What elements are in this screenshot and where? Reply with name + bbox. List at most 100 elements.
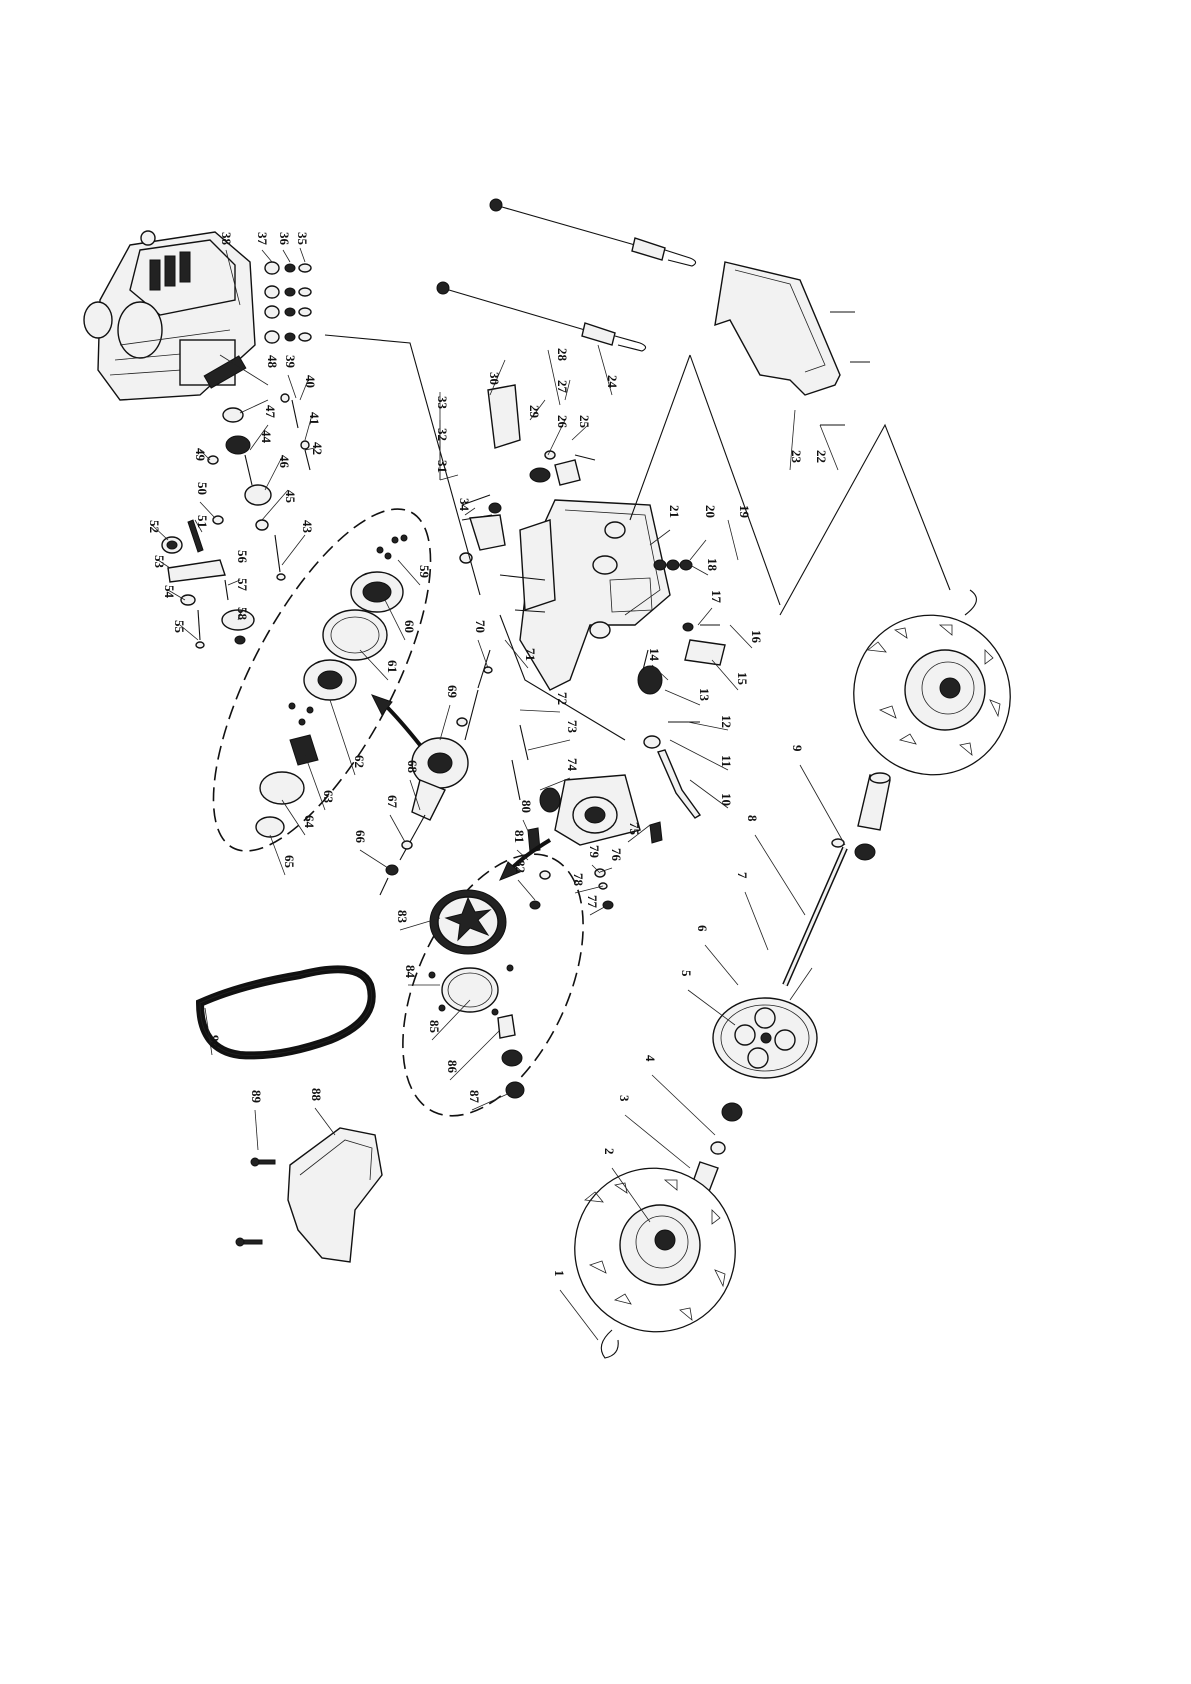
part-label-24: 24 [605, 375, 620, 389]
part-label-7: 7 [735, 872, 750, 879]
part-label-46: 46 [277, 455, 292, 469]
part-label-60: 60 [402, 620, 417, 633]
part-label-40: 40 [303, 375, 318, 388]
part-label-39: 39 [283, 355, 298, 369]
part-label-35: 35 [295, 232, 310, 246]
part-label-47: 47 [263, 405, 278, 419]
part-label-65: 65 [282, 855, 297, 869]
part-label-44: 44 [259, 430, 274, 444]
part-label-68: 68 [405, 760, 420, 774]
part-label-52: 52 [147, 520, 162, 533]
part-label-58: 58 [235, 607, 250, 621]
part-label-78: 78 [571, 873, 586, 887]
rear-wheel-right [831, 590, 1032, 797]
part-label-26: 26 [555, 415, 570, 429]
part-label-15: 15 [735, 672, 750, 686]
part-label-6: 6 [695, 925, 710, 932]
part-label-55: 55 [172, 620, 187, 634]
engine-assembly [84, 231, 255, 400]
part-label-53: 53 [152, 555, 167, 569]
part-label-27: 27 [555, 380, 570, 394]
part-label-13: 13 [697, 688, 712, 702]
part-label-57: 57 [235, 578, 250, 592]
part-label-48: 48 [265, 355, 280, 369]
part-label-74: 74 [565, 758, 580, 772]
part-label-64: 64 [302, 815, 317, 829]
part-label-76: 76 [609, 848, 624, 862]
part-label-29: 29 [527, 405, 542, 419]
part-label-87: 87 [467, 1090, 482, 1104]
part-label-41: 41 [307, 412, 322, 425]
part-label-2: 2 [602, 1148, 617, 1155]
part-label-32: 32 [435, 428, 450, 441]
fastener-column-35-38 [265, 262, 311, 343]
part-label-79: 79 [587, 845, 602, 859]
part-label-31: 31 [435, 460, 450, 473]
part-label-11: 11 [719, 755, 734, 767]
part-label-42: 42 [310, 442, 325, 455]
part-label-14: 14 [647, 648, 662, 662]
part-label-50: 50 [195, 482, 210, 495]
drive-belt [200, 969, 372, 1055]
part-label-81: 81 [512, 830, 527, 843]
part-label-18: 18 [705, 558, 720, 572]
part-label-38: 38 [219, 232, 234, 246]
axle-assembly [688, 773, 890, 1202]
part-label-85: 85 [427, 1020, 442, 1034]
part-label-1: 1 [552, 1270, 567, 1277]
part-label-71: 71 [523, 648, 538, 661]
part-label-19: 19 [737, 505, 752, 519]
part-label-56: 56 [235, 550, 250, 564]
part-label-59: 59 [417, 565, 432, 579]
part-label-22: 22 [814, 450, 829, 463]
part-label-36: 36 [277, 232, 292, 246]
part-label-33: 33 [435, 396, 450, 410]
part-label-90: 90 [207, 1035, 222, 1048]
part-label-72: 72 [555, 692, 570, 705]
part-label-69: 69 [445, 685, 460, 699]
part-label-37: 37 [255, 232, 270, 246]
part-label-20: 20 [703, 505, 718, 518]
control-cables [437, 199, 696, 351]
part-label-23: 23 [789, 450, 804, 464]
part-label-3: 3 [617, 1095, 632, 1102]
part-label-70: 70 [473, 620, 488, 633]
part-label-75: 75 [627, 822, 642, 836]
part-label-43: 43 [300, 520, 315, 534]
cover-panel [715, 262, 870, 425]
front-wheel-left [552, 1146, 758, 1358]
part-label-84: 84 [403, 965, 418, 979]
center-pulley [372, 650, 492, 895]
part-label-25: 25 [577, 415, 592, 429]
part-label-28: 28 [555, 348, 570, 362]
part-label-34: 34 [457, 498, 472, 512]
part-label-66: 66 [353, 830, 368, 844]
part-label-89: 89 [249, 1090, 264, 1104]
part-label-4: 4 [643, 1055, 658, 1062]
part-label-51: 51 [195, 515, 210, 528]
part-label-49: 49 [193, 448, 208, 462]
part-label-80: 80 [519, 800, 534, 813]
part-label-5: 5 [679, 970, 694, 977]
part-label-88: 88 [309, 1088, 324, 1102]
part-label-86: 86 [445, 1060, 460, 1074]
part-label-63: 63 [321, 790, 336, 804]
part-label-83: 83 [395, 910, 410, 924]
part-label-17: 17 [709, 590, 724, 604]
part-label-61: 61 [385, 660, 400, 673]
part-label-12: 12 [719, 715, 734, 728]
part-label-21: 21 [667, 505, 682, 518]
part-label-10: 10 [719, 793, 734, 806]
part-label-8: 8 [745, 815, 760, 822]
part-label-62: 62 [352, 755, 367, 768]
part-label-82: 82 [513, 860, 528, 873]
part-label-9: 9 [790, 745, 805, 752]
part-label-16: 16 [749, 630, 764, 644]
part-label-30: 30 [487, 372, 502, 385]
part-label-67: 67 [385, 795, 400, 809]
left-exploded-group [171, 479, 473, 880]
part-label-73: 73 [565, 720, 580, 734]
part-label-45: 45 [283, 490, 298, 504]
part-label-77: 77 [585, 895, 600, 909]
